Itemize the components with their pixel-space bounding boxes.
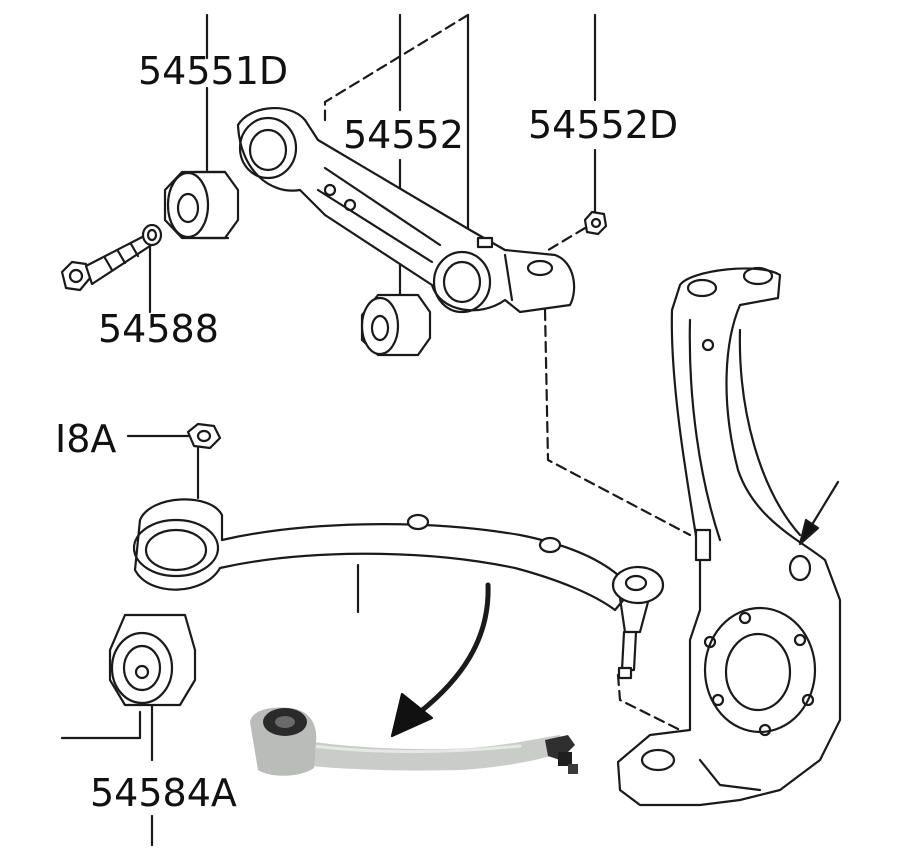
- lower-control-arm: [132, 498, 665, 680]
- product-photo-control-arm: [250, 707, 578, 776]
- lower-nut: [186, 422, 222, 450]
- label-upper-bolt-nut: 54552D: [528, 103, 679, 147]
- label-upper-bushing: 54551D: [138, 49, 289, 93]
- lower-bushing: [108, 613, 197, 707]
- steering-knuckle: [616, 266, 842, 807]
- label-lower-nut: I8A: [55, 417, 117, 461]
- upper-arm-rear-bushing: [360, 293, 432, 357]
- label-upper-bolt-washer: 54588: [98, 307, 219, 351]
- upper-control-arm: [236, 107, 576, 314]
- leader-lines: [60, 13, 597, 847]
- upper-bushing: [163, 170, 240, 240]
- curved-arrow: [390, 582, 491, 738]
- label-lower-bushing: 54584A: [90, 771, 237, 815]
- upper-bolt: [60, 223, 163, 292]
- upper-nut: [583, 210, 608, 236]
- knuckle-pointer-arrow: [798, 480, 840, 546]
- label-upper-arm: 54552: [343, 113, 464, 157]
